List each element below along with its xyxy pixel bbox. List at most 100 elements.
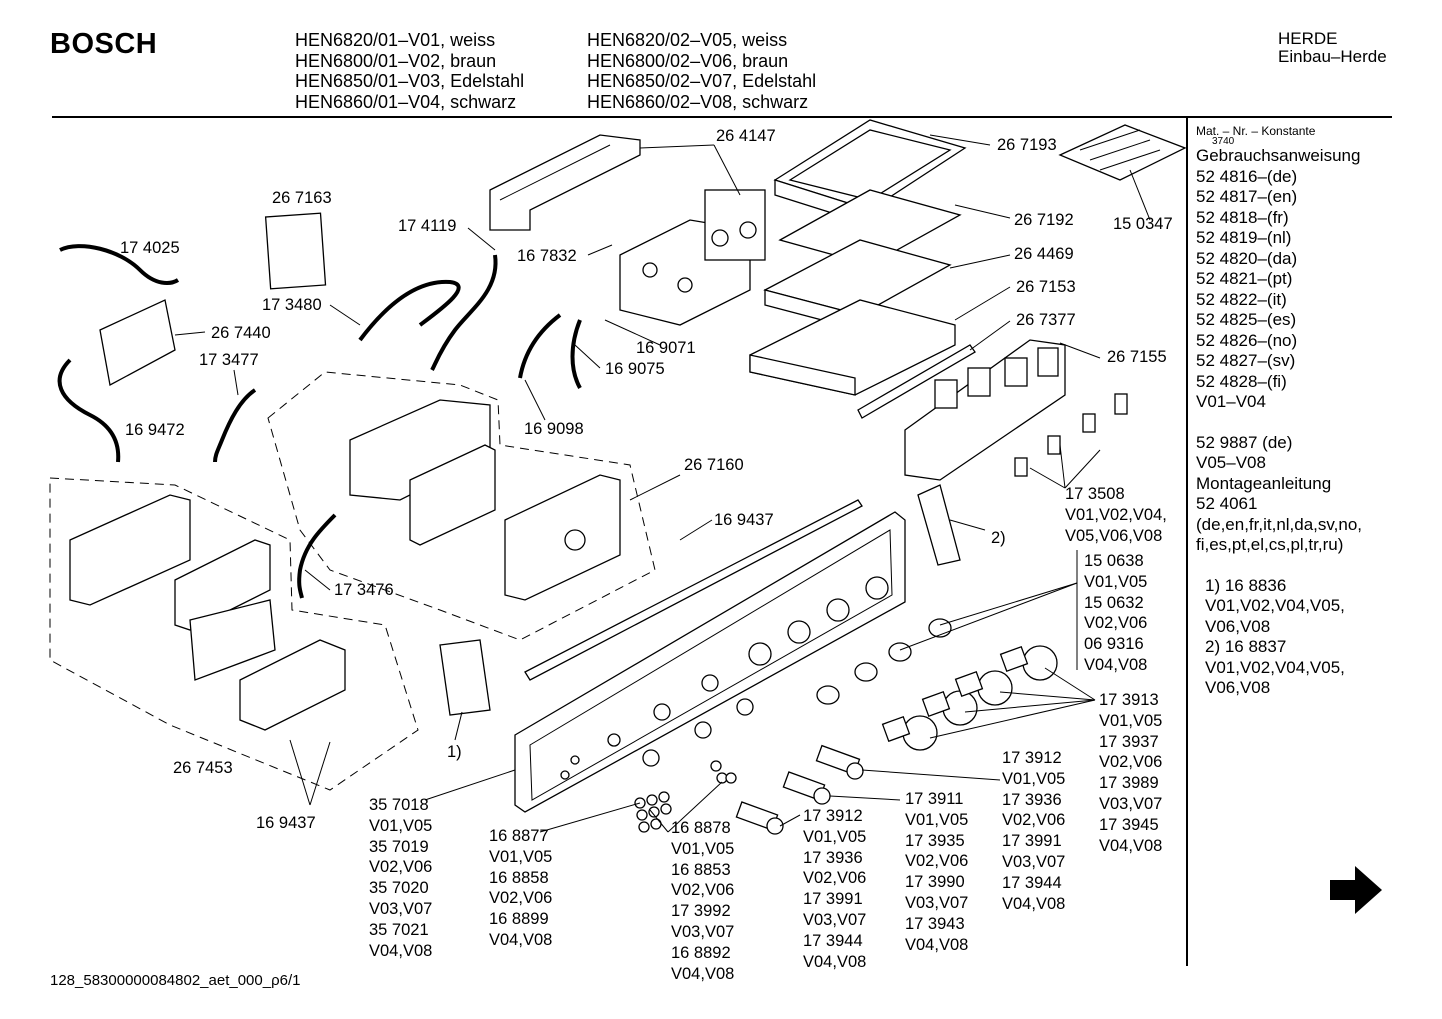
doc-languages: (de,en,fr,it,nl,da,sv,no, [1196,514,1362,534]
part-number: 17 3943 [905,914,965,933]
variant-range: V01,V05 [1084,572,1148,591]
variant-range: V03,V07 [905,893,969,912]
part-number: 17 3480 [262,296,322,314]
label-267163: 26 7163 [272,188,332,209]
note-line: 1) 16 8836 [1205,575,1287,595]
cable-173480 [358,279,461,342]
part-number: 26 7153 [1016,278,1076,296]
label-note-1: 1) [447,742,462,763]
part-267377-rail [857,344,976,419]
variant-range: V04,V08 [489,930,553,949]
part-number: 26 4147 [716,127,776,145]
note-line: V01,V02,V04,V05, [1205,657,1345,677]
part-number: 16 9075 [605,360,665,378]
doc-item: 52 9887 (de) [1196,432,1293,452]
label-173476: 17 3476 [334,580,394,601]
variant-range: V03,V07 [1099,794,1163,813]
note-line: V06,V08 [1205,678,1271,697]
variant-range: V01,V05 [671,839,735,858]
label-267440: 26 7440 [211,323,271,344]
part-note1-bracket [439,639,491,716]
part-number: 26 7160 [684,456,744,474]
part-number: 35 7021 [369,920,429,939]
part-number: 16 9071 [636,339,696,357]
variant-range: V04,V08 [905,935,969,954]
part-note2-bracket [917,484,961,566]
part-173913-knobs [881,645,1058,751]
variant-range: V02,V06 [1002,811,1066,830]
part-150347-screws [1058,124,1187,181]
label-173913: 17 3913 V01,V05 17 3937 V02,V06 17 3989 … [1099,690,1162,856]
label-169437-upper: 16 9437 [714,510,774,531]
doc-item: 52 4827–(sv) [1196,351,1296,370]
category: HERDE Einbau–Herde [1278,30,1387,66]
variant-range: V01,V02,V04, [1065,505,1167,524]
label-group-150638: 15 0638 V01,V05 15 0632 V02,V06 06 9316 … [1084,551,1147,676]
part-number: 16 9437 [256,814,316,832]
label-267192: 26 7192 [1014,210,1074,231]
part-number: 16 8858 [489,868,549,887]
next-page-arrow-icon[interactable] [1330,866,1382,914]
variant-range: V04,V08 [369,941,433,960]
doc-item: 52 4819–(nl) [1196,228,1292,247]
doc-item: 52 4826–(no) [1196,330,1298,350]
group-outline-267453 [49,477,419,791]
part-number: 16 8877 [489,827,549,845]
documentation-sidebar: Mat. – Nr. – Konstante 3740 Gebrauchsanw… [1196,124,1362,699]
part-number: 17 4119 [398,217,457,235]
label-167832: 16 7832 [517,246,577,267]
label-264147: 26 4147 [716,126,776,147]
part-168877-buttons [634,791,672,833]
part-switch-module-left [69,494,346,731]
part-number: 17 3913 [1099,691,1159,709]
doc-title-user-manual: Gebrauchsanweisung [1196,146,1361,165]
part-173911-knob [782,771,831,805]
label-173912-right: 17 3912 V01,V05 17 3936 V02,V06 17 3991 … [1002,748,1065,914]
variant-range: V04,V08 [1099,836,1163,855]
part-number: 15 0638 [1084,552,1144,570]
part-173508-clips [1014,393,1128,477]
model-line: HEN6850/02–V07, Edelstahl [587,71,817,91]
part-number: 17 3911 [905,790,964,808]
doc-item: 52 4816–(de) [1196,166,1298,186]
model-line: HEN6800/01–V02, braun [295,50,497,71]
label-173477: 17 3477 [199,350,259,371]
part-number: 16 9437 [714,511,774,529]
part-number: 17 3508 [1065,485,1125,503]
variant-range: V02,V06 [803,869,867,888]
variant-range: V04,V08 [671,964,735,983]
doc-languages: fi,es,pt,el,cs,pl,tr,ru) [1196,535,1344,554]
label-264469: 26 4469 [1014,244,1074,265]
part-number: 17 3944 [803,931,863,950]
label-168877: 16 8877 V01,V05 16 8858 V02,V06 16 8899 … [489,826,552,951]
variant-range: V03,V07 [803,910,867,929]
part-number: 17 3991 [803,890,863,909]
part-267160-module [504,474,621,601]
label-169075: 16 9075 [605,359,665,380]
part-number: 17 3989 [1099,774,1159,793]
part-number: 26 7155 [1107,348,1167,366]
variant-range: V03,V07 [1002,852,1066,871]
model-line: HEN6820/02–V05, weiss [587,30,788,50]
doc-item: 52 4822–(it) [1196,289,1287,309]
part-number: 26 7192 [1014,211,1074,229]
spacer [1196,556,1362,576]
variant-range: V02,V06 [1084,614,1148,633]
part-number: 26 7453 [173,759,233,777]
model-list-left: HEN6820/01–V01, weiss HEN6800/01–V02, br… [295,30,524,112]
cable-169071 [518,313,562,379]
part-number: 16 9098 [524,420,584,438]
part-number: 16 7832 [517,247,577,265]
variant-range: V02,V06 [671,881,735,900]
part-number: 17 3477 [199,351,259,369]
part-number: 35 7018 [369,796,429,814]
variant-range: V04,V08 [803,952,867,971]
leader-lines [174,134,1151,833]
part-267440-board [99,299,176,386]
part-number: 17 3944 [1002,873,1062,892]
part-number: 17 3476 [334,581,394,599]
doc-item: 52 4817–(en) [1196,187,1298,206]
model-line: HEN6800/02–V06, braun [587,50,789,71]
spacer [1196,413,1362,433]
note-line: V06,V08 [1205,616,1271,636]
